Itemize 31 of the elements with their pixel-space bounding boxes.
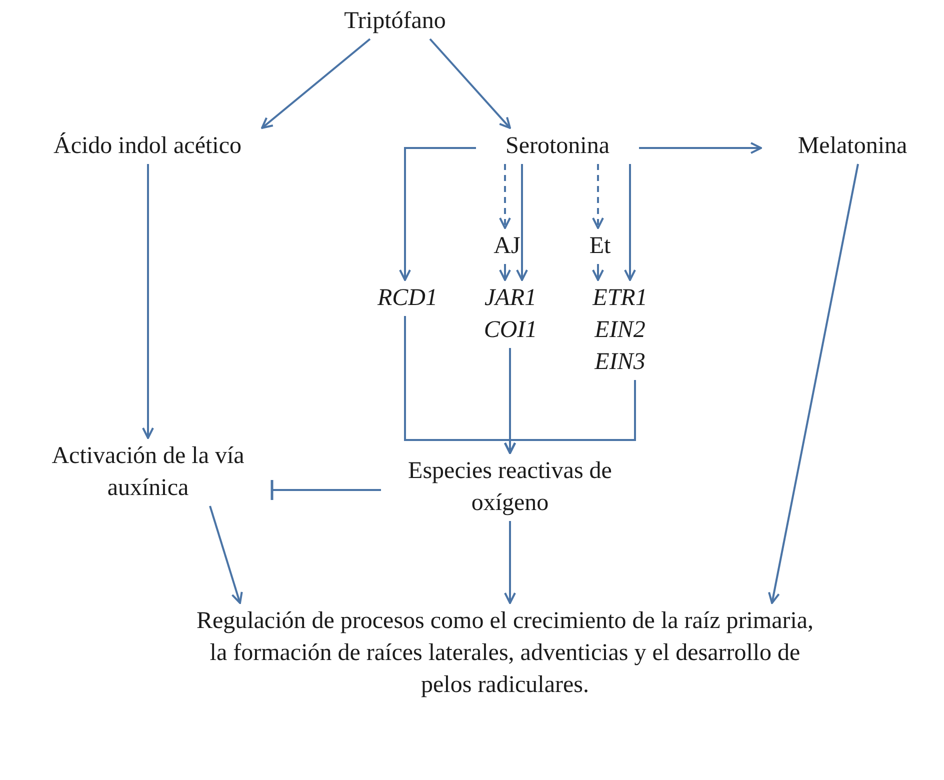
arrow <box>261 38 371 129</box>
arrow <box>624 164 636 281</box>
node-label: Melatonina <box>765 130 940 162</box>
arrow <box>504 521 516 604</box>
node-label: AJ <box>487 230 527 262</box>
node-label: Ácido indol acético <box>5 130 290 162</box>
arrow <box>429 38 511 129</box>
node-label: Especies reactivas de oxígeno <box>385 455 635 519</box>
inhibition-line <box>270 478 381 502</box>
arrow <box>516 164 528 281</box>
node-label: Et <box>580 230 620 262</box>
arrow <box>592 264 604 281</box>
node-label: Activación de la vía auxínica <box>28 440 268 504</box>
arrow <box>504 380 636 454</box>
gene-label: JAR1 <box>484 284 538 313</box>
arrow <box>639 142 762 154</box>
arrow <box>592 164 604 229</box>
arrow <box>209 506 243 604</box>
gene-label: RCD1 <box>365 282 450 314</box>
arrow <box>768 164 859 604</box>
gene-label: EIN2 <box>593 316 646 345</box>
arrow <box>499 164 511 229</box>
arrow <box>142 164 154 439</box>
arrow <box>399 147 476 281</box>
node-label: Regulación de procesos como el crecimiento de la raíz primaria, la formación de raíces laterales, adventicias y el desarrollo de pelos radiculares. <box>190 605 820 701</box>
gene-label: EIN3 <box>593 348 646 377</box>
node-label: Serotonina <box>480 130 635 162</box>
node-label: Triptófano <box>325 5 465 37</box>
gene-label: COI1 <box>482 316 538 345</box>
arrow <box>499 264 511 281</box>
gene-label: ETR1 <box>591 284 648 313</box>
